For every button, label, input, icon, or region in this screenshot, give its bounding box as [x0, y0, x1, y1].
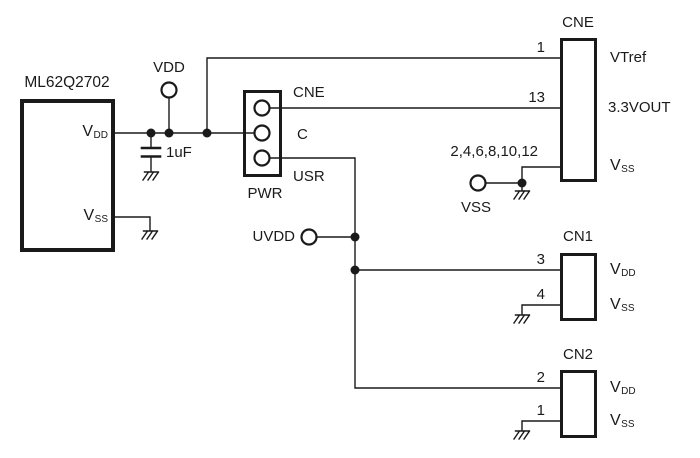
mcu-box	[20, 99, 115, 252]
cn1-vdd-signal-label: VDD	[610, 261, 636, 281]
cne-vss-main: V	[610, 157, 621, 174]
junction-dot	[146, 128, 156, 138]
wire-cne-vss-pin	[521, 166, 561, 184]
cn1-connector-box	[560, 253, 597, 321]
wire-mcu-vss-to-ground	[114, 216, 151, 231]
capacitor-plates	[140, 146, 162, 158]
ground-cn2-vss	[513, 430, 531, 440]
cn2-connector-box	[560, 370, 597, 438]
cne-connector-title: CNE	[562, 14, 594, 31]
pwr-pin-usr-label: USR	[293, 168, 325, 185]
cn1-connector-title: CN1	[562, 228, 594, 245]
vss-terminal-circle	[469, 174, 487, 192]
ground-cne-vss	[513, 190, 531, 200]
cne-pin13-number: 13	[528, 89, 545, 106]
vdd-terminal-label: VDD	[153, 59, 185, 76]
mcu-pin-vdd-label: VDD	[82, 123, 108, 143]
cn1-vss-main: V	[610, 296, 621, 313]
cn2-vdd-main: V	[610, 379, 621, 396]
capacitor-value-label: 1uF	[166, 144, 192, 161]
mcu-title: ML62Q2702	[24, 74, 110, 91]
mcu-pin-vss-label: VSS	[83, 207, 108, 227]
vss-terminal-label: VSS	[460, 199, 492, 216]
line-art-group	[20, 38, 597, 440]
cn2-vss-main: V	[610, 412, 621, 429]
junction-dot	[350, 232, 360, 242]
uvdd-terminal-circle	[300, 228, 318, 246]
pwr-pin-usr-circle	[253, 149, 271, 167]
cn1-pin4-number: 4	[536, 286, 545, 303]
wire-cn1-pin4-to-ground	[521, 304, 561, 315]
cne-vss-sub: SS	[621, 164, 635, 175]
pwr-connector-title: PWR	[247, 185, 283, 202]
junction-dot	[164, 128, 174, 138]
cne-pin1-number: 1	[536, 39, 545, 56]
pwr-pin-c-label: C	[297, 126, 308, 143]
cne-pin13-signal-label: 3.3VOUT	[608, 99, 671, 116]
junction-dot	[350, 265, 360, 275]
cn1-vss-signal-label: VSS	[610, 296, 635, 316]
mcu-pin-vdd-main: V	[82, 123, 94, 140]
cn2-vss-signal-label: VSS	[610, 412, 635, 432]
cn2-vdd-signal-label: VDD	[610, 379, 636, 399]
junction-dots	[146, 128, 527, 275]
cn2-pin1-number: 1	[536, 402, 545, 419]
cne-connector-box	[560, 38, 597, 182]
cne-vss-signal-label: VSS	[610, 157, 635, 177]
cn1-vdd-sub: DD	[621, 268, 636, 279]
cn2-pin2-number: 2	[536, 369, 545, 386]
ground-capacitor	[142, 171, 160, 181]
mcu-pin-vss-sub: SS	[94, 214, 108, 225]
junction-dot	[517, 178, 527, 188]
mcu-pin-vss-main: V	[83, 207, 95, 224]
wire-usr-net	[269, 157, 561, 389]
wire-vdd-to-cne-pin1	[206, 57, 561, 134]
pwr-pin-cne-label: CNE	[293, 84, 325, 101]
cn2-vss-sub: SS	[621, 419, 635, 430]
pwr-pin-c-circle	[253, 124, 271, 142]
cn1-vdd-main: V	[610, 261, 621, 278]
cn2-vdd-sub: DD	[621, 386, 636, 397]
pwr-pin-cne-circle	[253, 99, 271, 117]
ground-mcu-vss	[141, 230, 159, 240]
vdd-terminal-circle	[160, 81, 178, 99]
ground-cn1-vss	[513, 314, 531, 324]
mcu-pin-vdd-sub: DD	[93, 130, 108, 141]
cn1-pin3-number: 3	[536, 251, 545, 268]
cn1-vss-sub: SS	[621, 303, 635, 314]
cne-pin1-signal-label: VTref	[610, 49, 647, 66]
wire-cn2-pin1-to-ground	[521, 420, 561, 431]
junction-dot	[202, 128, 212, 138]
cn2-connector-title: CN2	[562, 346, 594, 363]
cne-vss-pin-numbers: 2,4,6,8,10,12	[450, 143, 538, 160]
uvdd-terminal-label: UVDD	[252, 228, 295, 245]
wires	[114, 57, 561, 431]
